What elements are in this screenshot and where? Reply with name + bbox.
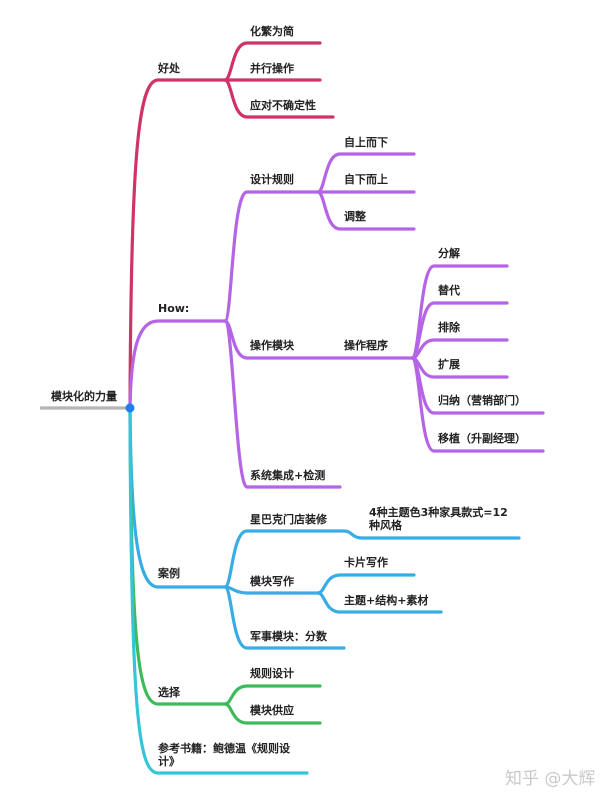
- topic-proc-2[interactable]: 替代: [438, 284, 460, 297]
- topic-starbucks[interactable]: 星巴克门店装修: [250, 513, 327, 526]
- branch-choice-2: [223, 702, 322, 725]
- topic-integration[interactable]: 系统集成+检测: [250, 469, 326, 482]
- topic-proc-6[interactable]: 移植（升副经理）: [438, 432, 526, 445]
- branch-starbucks: [223, 529, 521, 589]
- topic-proc-1[interactable]: 分解: [438, 247, 460, 260]
- branch-choice-1: [223, 684, 322, 706]
- topic-choice[interactable]: 选择: [158, 686, 180, 699]
- root-topic[interactable]: 模块化的力量: [51, 390, 117, 403]
- topic-design-rules[interactable]: 设计规则: [250, 173, 294, 186]
- topic-military[interactable]: 军事模块：分数: [250, 630, 327, 643]
- topic-starbucks-detail-2[interactable]: 种风格: [369, 519, 402, 532]
- topic-procedure[interactable]: 操作程序: [344, 339, 388, 352]
- topic-choice-1[interactable]: 规则设计: [250, 667, 294, 680]
- topic-writing[interactable]: 模块写作: [250, 575, 294, 588]
- branch-rule-3: [316, 190, 416, 231]
- topic-writing-2[interactable]: 主题+结构+素材: [344, 594, 429, 607]
- topic-rule-3[interactable]: 调整: [344, 210, 366, 223]
- branch-military: [223, 585, 346, 650]
- branch-proc-6: [410, 356, 545, 453]
- topic-rule-1[interactable]: 自上而下: [344, 136, 388, 149]
- topic-benefit-2[interactable]: 并行操作: [250, 62, 294, 75]
- topic-cases[interactable]: 案例: [158, 567, 180, 580]
- topic-operate[interactable]: 操作模块: [250, 339, 294, 352]
- root-dot: [125, 403, 135, 413]
- topic-books-2[interactable]: 计》: [158, 755, 180, 768]
- branch-cases: [128, 406, 227, 589]
- topic-how[interactable]: How:: [158, 302, 190, 315]
- branch-benefit-3: [223, 78, 335, 119]
- branch-books: [128, 406, 309, 775]
- branch-integration: [223, 319, 342, 489]
- topic-benefit-3[interactable]: 应对不确定性: [250, 99, 316, 112]
- topic-choice-2[interactable]: 模块供应: [250, 704, 294, 717]
- branch-design-rules: [223, 190, 320, 323]
- branch-benefits: [128, 78, 227, 410]
- branch-how: [128, 319, 227, 410]
- watermark: 知乎 @大辉: [505, 769, 596, 789]
- branch-writing-2: [316, 591, 443, 614]
- branch-writing-1: [316, 573, 416, 595]
- topic-proc-5[interactable]: 归纳（营销部门）: [438, 394, 526, 407]
- topic-rule-2[interactable]: 自下而上: [344, 173, 388, 186]
- branch-proc-3: [410, 338, 509, 360]
- topic-writing-1[interactable]: 卡片写作: [344, 556, 388, 569]
- topic-proc-3[interactable]: 排除: [438, 321, 460, 334]
- topic-benefits[interactable]: 好处: [158, 62, 180, 75]
- topic-books-1[interactable]: 参考书籍：鲍德温《规则设: [158, 742, 290, 755]
- branch-choice: [128, 406, 227, 706]
- topic-benefit-1[interactable]: 化繁为简: [250, 25, 294, 38]
- topic-proc-4[interactable]: 扩展: [438, 358, 460, 371]
- topic-starbucks-detail-1[interactable]: 4种主题色3种家具款式=12: [369, 506, 508, 519]
